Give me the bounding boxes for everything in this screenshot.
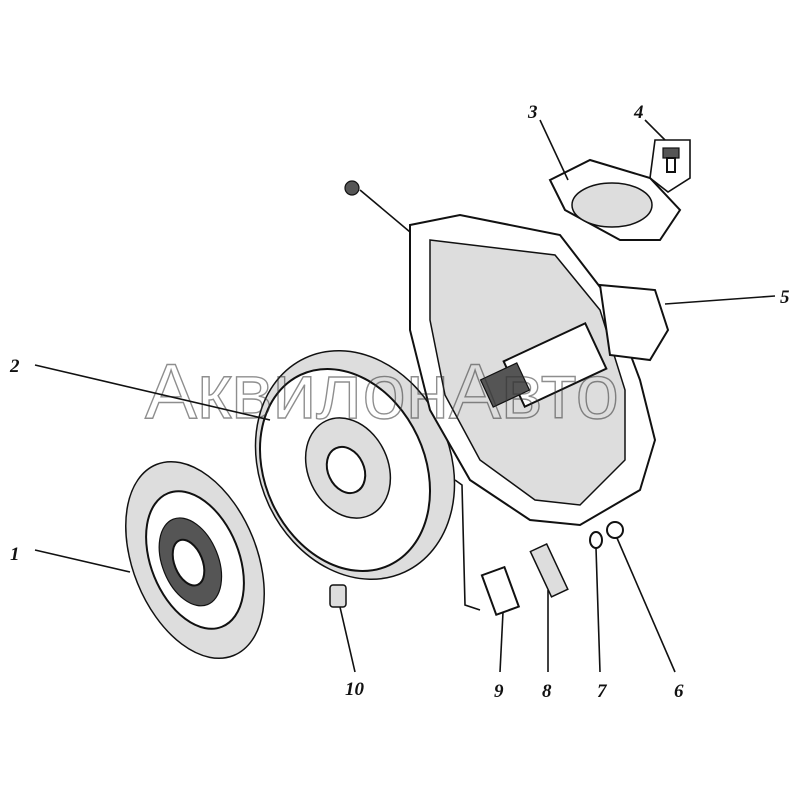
watermark: АквилонАвто: [145, 347, 619, 435]
callout-3: 3: [527, 102, 538, 123]
bolt: [649, 139, 691, 193]
callout-9: 9: [494, 681, 504, 702]
bushing: [480, 565, 521, 617]
callout-5: 5: [780, 287, 790, 308]
callout-7: 7: [597, 681, 608, 702]
callout-6: 6: [674, 681, 684, 702]
callout-4: 4: [633, 102, 644, 123]
leader-lines: [34, 119, 776, 673]
nut: [606, 521, 624, 539]
washer: [589, 531, 603, 549]
pressure-plate: [254, 350, 456, 580]
pin: [329, 584, 347, 608]
callout-10: 10: [345, 679, 365, 700]
clutch-disc: [125, 460, 265, 660]
callout-1: 1: [10, 544, 20, 565]
clutch-housing: [344, 180, 670, 527]
cover-gasket: [548, 158, 682, 241]
stud: [529, 542, 569, 598]
callout-8: 8: [542, 681, 552, 702]
callout-2: 2: [9, 356, 20, 377]
